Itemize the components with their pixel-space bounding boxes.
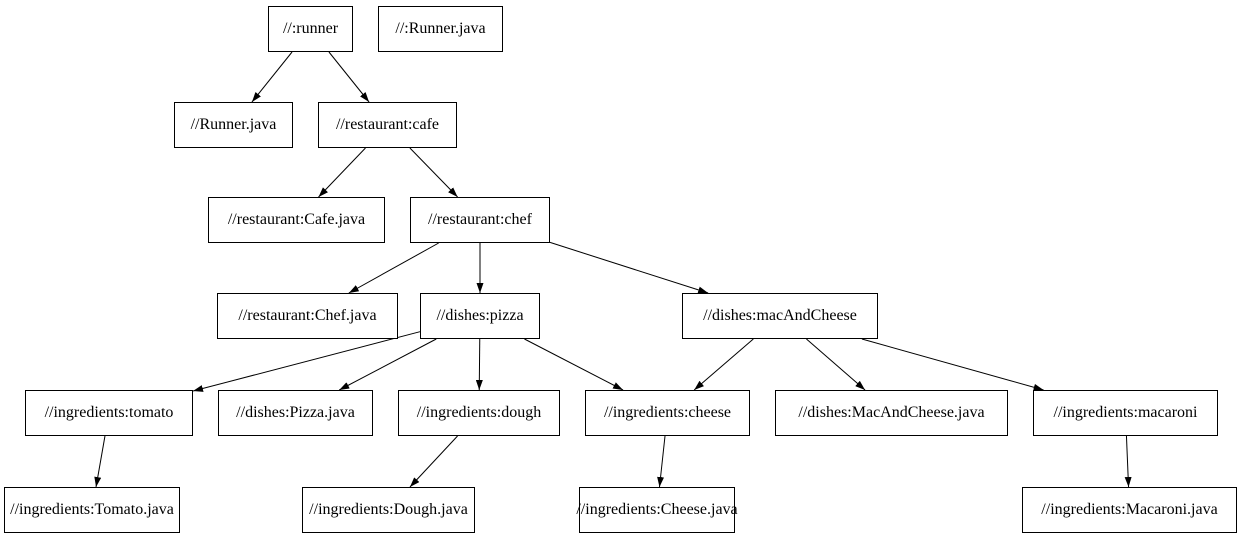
graph-node-mac-and-cheese: //dishes:macAndCheese	[682, 293, 878, 339]
graph-node-macaroni-java: //ingredients:Macaroni.java	[1022, 487, 1237, 533]
graph-node-pizza: //dishes:pizza	[420, 293, 540, 339]
graph-node-label: //restaurant:Cafe.java	[227, 211, 366, 228]
graph-node-label: //:Runner.java	[395, 20, 486, 37]
graph-node-tomato-java: //ingredients:Tomato.java	[4, 487, 180, 533]
graph-edge-macaroni-to-macaroni-java	[1124, 435, 1132, 488]
graph-edge-pizza-to-dough	[475, 338, 483, 391]
graph-edge-pizza-to-pizza-java	[339, 338, 437, 391]
graph-node-runner-java-src: //:Runner.java	[378, 6, 503, 52]
graph-node-label: //ingredients:macaroni	[1053, 404, 1198, 421]
graph-node-tomato: //ingredients:tomato	[25, 390, 193, 436]
graph-node-label: //ingredients:Dough.java	[309, 501, 468, 518]
graph-node-mac-java: //dishes:MacAndCheese.java	[775, 390, 1008, 436]
graph-node-label: //ingredients:cheese	[603, 404, 732, 421]
graph-node-label: //ingredients:Tomato.java	[10, 501, 174, 518]
graph-node-cafe: //restaurant:cafe	[318, 102, 457, 148]
graph-node-cheese: //ingredients:cheese	[585, 390, 750, 436]
graph-node-label: //ingredients:Macaroni.java	[1041, 501, 1218, 518]
graph-node-chef-java: //restaurant:Chef.java	[217, 293, 398, 339]
graph-node-label: //restaurant:Chef.java	[238, 307, 377, 324]
graph-node-dough-java: //ingredients:Dough.java	[302, 487, 475, 533]
graph-node-macaroni: //ingredients:macaroni	[1033, 390, 1218, 436]
graph-node-runner: //:runner	[268, 6, 353, 52]
graph-edge-cafe-to-cafe-java	[318, 147, 366, 198]
graph-edge-mac-and-cheese-to-cheese	[693, 338, 754, 391]
graph-node-label: //dishes:macAndCheese	[703, 307, 857, 324]
graph-edge-cheese-to-cheese-java	[657, 435, 666, 488]
graph-node-label: //restaurant:chef	[428, 211, 532, 228]
graph-edge-runner-to-runner-java	[251, 51, 293, 103]
graph-node-cheese-java: //ingredients:Cheese.java	[576, 487, 738, 533]
graph-edge-runner-to-cafe	[328, 51, 370, 103]
graph-node-label: //ingredients:tomato	[44, 404, 174, 421]
graph-edge-pizza-to-tomato	[192, 331, 421, 392]
graph-edge-tomato-to-tomato-java	[94, 435, 106, 488]
graph-edge-dough-to-dough-java	[409, 435, 458, 488]
graph-edge-mac-and-cheese-to-macaroni	[861, 338, 1044, 391]
graph-edge-cafe-to-chef	[409, 147, 458, 198]
graph-node-label: //Runner.java	[190, 116, 277, 133]
graph-node-label: //dishes:Pizza.java	[236, 404, 355, 421]
graph-node-label: //restaurant:cafe	[335, 116, 440, 133]
graph-node-runner-java: //Runner.java	[174, 102, 293, 148]
graph-node-cafe-java: //restaurant:Cafe.java	[208, 197, 385, 243]
graph-edge-chef-to-chef-java	[348, 242, 439, 294]
graph-node-pizza-java: //dishes:Pizza.java	[218, 390, 373, 436]
graph-node-label: //dishes:pizza	[436, 307, 524, 324]
graph-edge-mac-and-cheese-to-mac-java	[806, 338, 866, 391]
graph-node-label: //ingredients:dough	[416, 404, 542, 421]
graph-edge-chef-to-mac-and-cheese	[549, 241, 709, 294]
graph-edge-pizza-to-cheese	[524, 338, 624, 391]
graph-node-label: //:runner	[282, 20, 339, 37]
graph-node-label: //dishes:MacAndCheese.java	[798, 404, 985, 421]
graph-node-chef: //restaurant:chef	[410, 197, 550, 243]
graph-node-label: //ingredients:Cheese.java	[576, 501, 738, 518]
graph-node-dough: //ingredients:dough	[398, 390, 560, 436]
